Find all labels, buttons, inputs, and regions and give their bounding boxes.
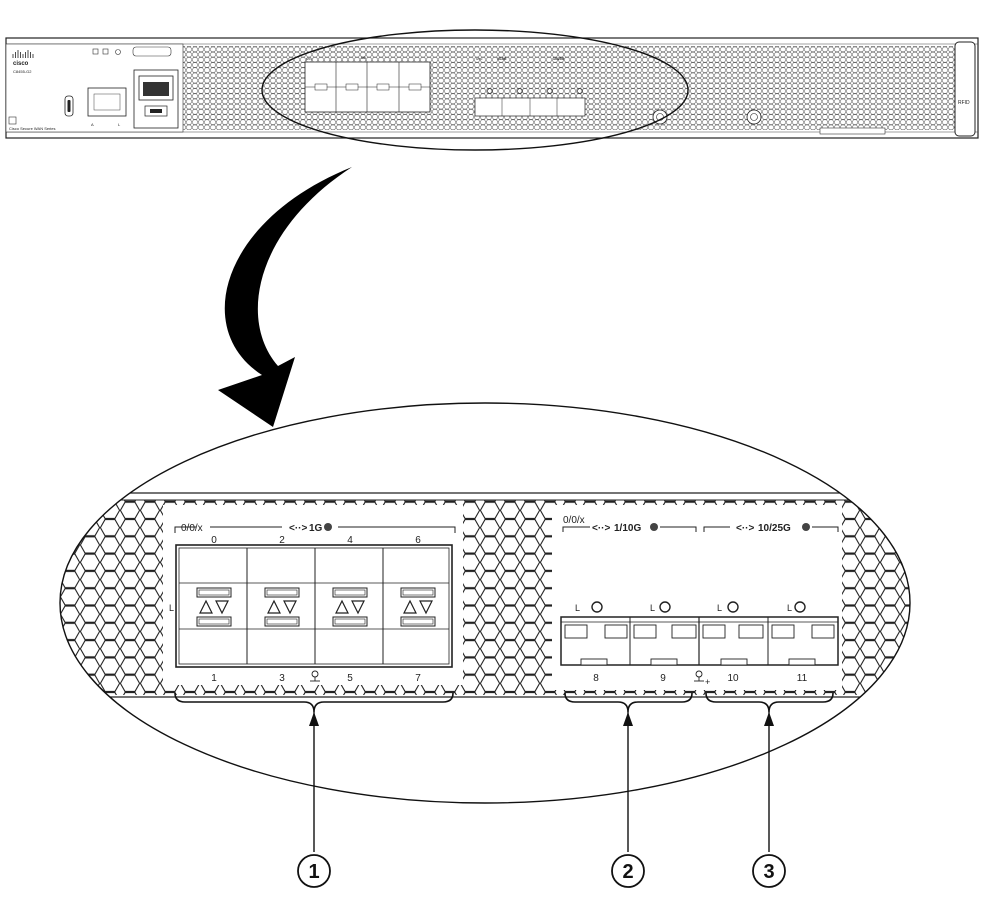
sfp-plus-port (702, 624, 764, 666)
mini-speed-label-25g: 10/25G (553, 57, 565, 61)
speed-indicator-10g (650, 523, 658, 531)
network-port-icon (310, 670, 320, 682)
callout-number-1: 1 (308, 861, 319, 883)
pull-tab (819, 127, 886, 135)
zoom-source-ellipse (261, 29, 689, 151)
sfp-plus-port (771, 624, 835, 666)
router-chassis: cisco C8455-G2 Cisco Secure WAN Series A… (5, 37, 979, 139)
led-down-triangle (283, 600, 297, 615)
link-led (591, 601, 603, 613)
speed-arrow-10g: <··> (592, 523, 611, 534)
port-group-1g: 0/0/x <··> 1G 0 2 4 6 L (169, 523, 456, 684)
port-number: 7 (415, 673, 421, 684)
rfid-label: RFID (958, 100, 970, 106)
mini-link-led (577, 88, 583, 94)
network-port-icon (694, 670, 704, 682)
port-number: 5 (347, 673, 353, 684)
mgmt-ethernet-port (87, 87, 127, 117)
arrowhead-3 (764, 712, 774, 726)
led-down-triangle (351, 600, 365, 615)
link-led-label: L (169, 603, 174, 613)
status-led-group (132, 46, 172, 57)
speed-arrow-25g: <··> (736, 523, 755, 534)
speed-indicator-25g (802, 523, 810, 531)
mini-speed-label-1g: 1G (361, 56, 366, 60)
port-number: 10 (727, 673, 739, 684)
port-number: 3 (279, 673, 285, 684)
link-led (794, 601, 806, 613)
speed-label-10g: 1/10G (614, 523, 641, 534)
led-up-triangle (335, 599, 349, 614)
port-number: 0 (211, 535, 217, 546)
arrowhead-1 (309, 712, 319, 726)
rack-ear-right (954, 41, 976, 137)
link-led (659, 601, 671, 613)
mini-link-led (487, 88, 493, 94)
sfp-plus-port (633, 624, 697, 666)
zoom-ellipse-outline (59, 402, 911, 804)
mini-link-led (547, 88, 553, 94)
led-up-triangle (403, 599, 417, 614)
zoomed-detail: 0/0/x <··> 1G 0 2 4 6 L (59, 402, 911, 804)
callout-3: 3 (705, 692, 834, 888)
slot-label-1g: 0/0/x (181, 523, 203, 534)
mini-speed-label-10g: 1/10G (497, 57, 507, 61)
port-number: 8 (593, 673, 599, 684)
sfp-plus-port (564, 624, 628, 666)
cisco-logo: cisco (12, 50, 34, 67)
antenna-connector (746, 109, 762, 125)
port-group-sfp-plus: 0/0/x <··> 1/10G <··> 10/25G L L L L (560, 515, 839, 687)
mini-slot-label-10g: 0/0/x (476, 57, 483, 61)
led-up-triangle (199, 599, 213, 614)
led-down-triangle (215, 600, 229, 615)
reset-button (8, 116, 17, 125)
series-label: Cisco Secure WAN Series (9, 126, 56, 131)
mgmt-port-label-a: A (91, 122, 94, 127)
port-number: 1 (211, 673, 217, 684)
speed-label-25g: 10/25G (758, 523, 791, 534)
callout-circle-3 (752, 854, 786, 888)
port-number: 2 (279, 535, 285, 546)
led-down-triangle (419, 600, 433, 615)
callout-1: 1 (174, 692, 454, 888)
speed-indicator-1g (324, 523, 332, 531)
sfp-port-latch-column (400, 587, 436, 627)
chassis-vent-grille (183, 46, 955, 130)
status-led-icon (102, 48, 109, 55)
port-number: 6 (415, 535, 421, 546)
link-led (727, 601, 739, 613)
callout-2: 2 (564, 692, 693, 888)
led-up-triangle (267, 599, 281, 614)
port-number: 11 (797, 673, 808, 684)
mini-link-led (517, 88, 523, 94)
callout-number-3: 3 (763, 861, 774, 883)
link-led-label: L (575, 603, 580, 613)
cisco-logo-text: cisco (13, 61, 29, 67)
antenna-connector (652, 109, 668, 125)
plus-sign: + (705, 677, 710, 687)
speed-label-1g: 1G (309, 523, 323, 534)
callout-number-2: 2 (622, 861, 633, 883)
port-number: 9 (660, 673, 666, 684)
status-led-icon (115, 49, 121, 55)
model-label: C8455-G2 (13, 69, 32, 74)
slot-label-10g: 0/0/x (563, 515, 585, 526)
link-led-label: L (717, 603, 722, 613)
link-led-label: L (787, 603, 792, 613)
callout-circle-2 (611, 854, 645, 888)
sfp-port-latch-column (332, 587, 368, 627)
curved-zoom-arrow (218, 167, 352, 427)
arrowhead-2 (623, 712, 633, 726)
callout-circle-1 (297, 854, 331, 888)
port-number: 4 (347, 535, 353, 546)
sfp-1g-cage (175, 544, 453, 668)
status-led-icon (92, 48, 99, 55)
sfp-port-latch-column (196, 587, 232, 627)
sfp-port-latch-column (264, 587, 300, 627)
mgmt-port-label-l: L (118, 122, 121, 127)
speed-arrow-1g: <··> (289, 523, 308, 534)
mini-slot-label-1g: 0/0/x (306, 57, 313, 61)
link-led-label: L (650, 603, 655, 613)
